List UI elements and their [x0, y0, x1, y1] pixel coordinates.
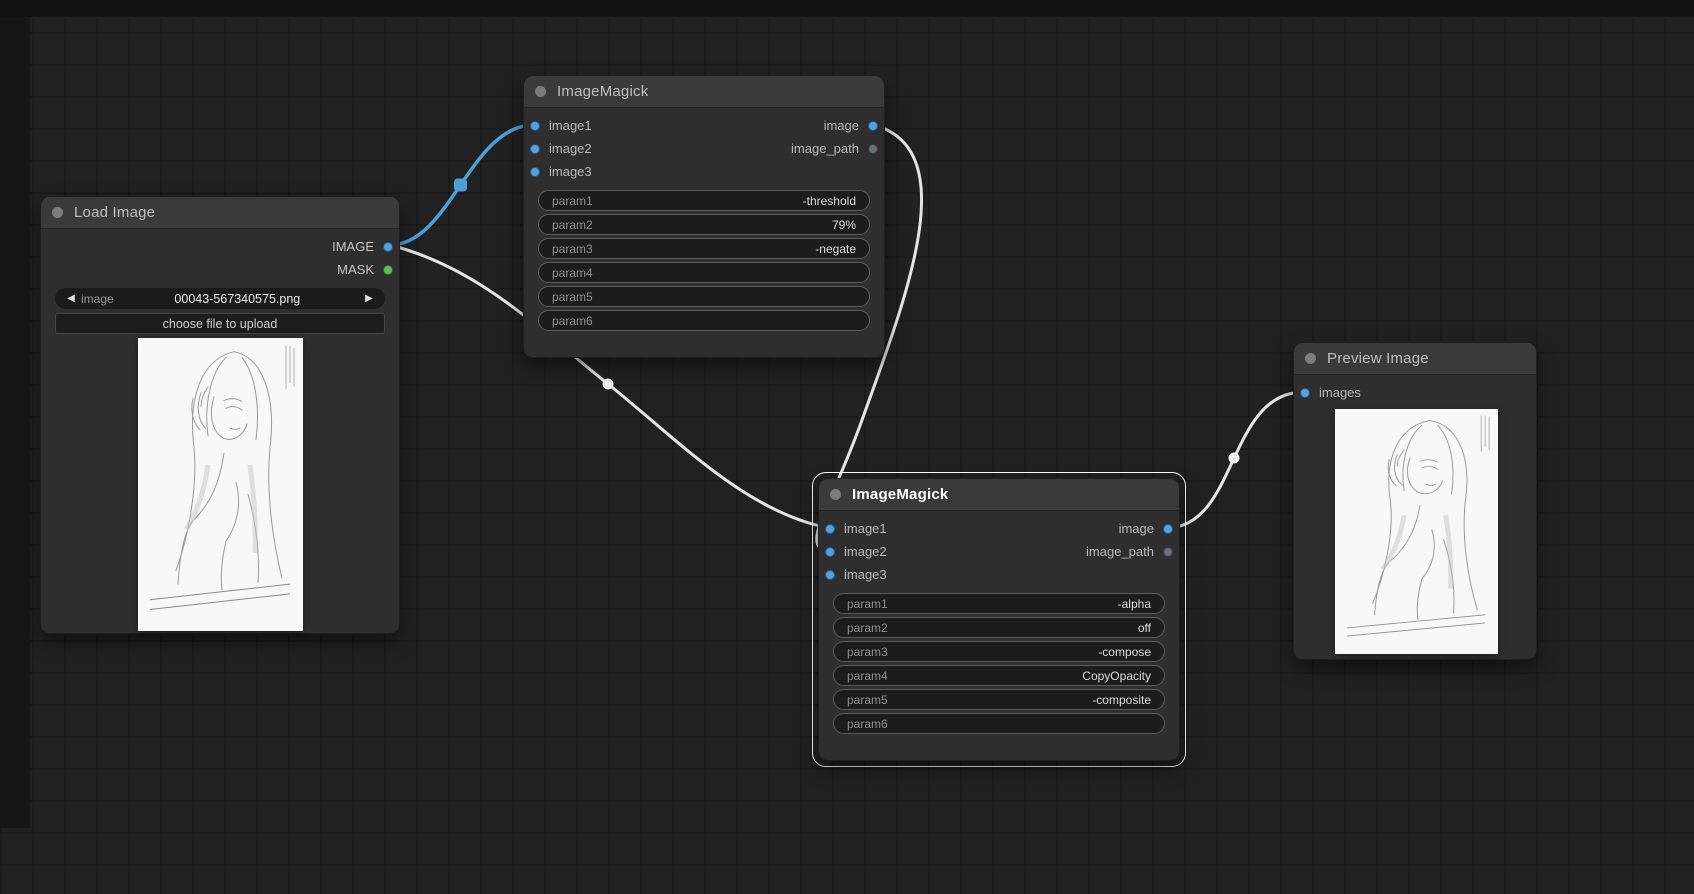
port-image3-input-icon[interactable] [530, 166, 540, 177]
widget-param3[interactable]: param3 -compose [833, 641, 1165, 662]
port-images-input-icon[interactable] [1300, 387, 1310, 398]
widget-value: -negate [815, 241, 856, 256]
node-imagemagick-bottom[interactable]: ImageMagick image1 image image2 image_pa… [818, 478, 1180, 761]
port-mask-output-icon[interactable] [383, 264, 393, 275]
input-label: image1 [844, 521, 887, 536]
widget-label: param3 [847, 644, 888, 659]
widget-value: -composite [1092, 692, 1151, 707]
collapse-dot-icon[interactable] [1305, 353, 1316, 364]
link-midpoint-dot[interactable] [602, 378, 614, 390]
node-title: Load Image [74, 204, 156, 221]
port-row: images [1294, 381, 1536, 404]
widget-param2[interactable]: param2 off [833, 617, 1165, 638]
node-title: ImageMagick [852, 486, 949, 503]
input-label: image3 [844, 567, 887, 582]
widget-param2[interactable]: param2 79% [538, 214, 870, 235]
link-midpoint-dot[interactable] [1228, 452, 1240, 464]
port-image3-input-icon[interactable] [825, 569, 835, 580]
widget-param6[interactable]: param6 [538, 310, 870, 331]
widget-label: param4 [552, 265, 593, 280]
widget-param3[interactable]: param3 -negate [538, 238, 870, 259]
link-midpoint-dot-blue[interactable] [454, 178, 467, 192]
port-image1-input-icon[interactable] [825, 523, 835, 534]
widget-label: param6 [552, 313, 593, 328]
combo-next-arrow-icon[interactable]: ▶ [365, 293, 373, 304]
node-imagemagick-top[interactable]: ImageMagick image1 image image2 image_pa… [523, 75, 885, 358]
canvas-top-edge [0, 0, 1694, 17]
output-row-MASK: MASK [41, 258, 399, 281]
port-row: image3 [819, 563, 1179, 586]
widget-param5[interactable]: param5 [538, 286, 870, 307]
combo-label: image [81, 291, 114, 306]
port-row: image2 image_path [819, 540, 1179, 563]
widget-param5[interactable]: param5 -composite [833, 689, 1165, 710]
port-image-output-icon[interactable] [383, 241, 393, 252]
output-label: image [1118, 521, 1154, 536]
input-label: image2 [549, 141, 592, 156]
node-title: ImageMagick [557, 83, 649, 100]
port-image-output-icon[interactable] [868, 120, 878, 131]
collapse-dot-icon[interactable] [52, 207, 63, 218]
input-label: image3 [549, 164, 592, 179]
widget-param6[interactable]: param6 [833, 713, 1165, 734]
node-title: Preview Image [1327, 350, 1429, 367]
port-row: image2 image_path [524, 137, 884, 160]
collapse-dot-icon[interactable] [535, 86, 546, 97]
port-image-output-icon[interactable] [1163, 523, 1173, 534]
input-label: image1 [549, 118, 592, 133]
input-label: image2 [844, 544, 887, 559]
canvas-left-edge [0, 17, 30, 828]
widget-label: param2 [552, 217, 593, 232]
widget-label: param1 [552, 193, 593, 208]
port-row: image1 image [819, 517, 1179, 540]
widget-value: -threshold [802, 193, 856, 208]
port-row: image1 image [524, 114, 884, 137]
widget-value: -alpha [1117, 596, 1151, 611]
node-imagemagick-bottom-titlebar[interactable]: ImageMagick [819, 479, 1179, 511]
combo-prev-arrow-icon[interactable]: ◀ [67, 293, 75, 304]
output-label: image_path [1086, 544, 1154, 559]
sketch-image [1335, 409, 1498, 654]
widget-param1[interactable]: param1 -alpha [833, 593, 1165, 614]
node-preview-image[interactable]: Preview Image images [1293, 342, 1537, 660]
widget-value: 79% [831, 217, 856, 232]
node-load-image[interactable]: Load Image IMAGE MASK ◀ image 00043-5673… [40, 196, 400, 634]
widget-param4[interactable]: param4 [538, 262, 870, 283]
widget-label: param2 [847, 620, 888, 635]
output-label: image [823, 118, 859, 133]
loaded-image-preview [138, 338, 303, 631]
widget-param4[interactable]: param4 CopyOpacity [833, 665, 1165, 686]
output-label: MASK [337, 262, 374, 277]
widget-label: param4 [847, 668, 888, 683]
port-row: image3 [524, 160, 884, 183]
widget-label: param1 [847, 596, 888, 611]
output-label: image_path [791, 141, 859, 156]
combo-value: 00043-567340575.png [174, 291, 301, 306]
node-load-image-titlebar[interactable]: Load Image [41, 197, 399, 229]
image-filename-combo[interactable]: ◀ image 00043-567340575.png ▶ [55, 288, 385, 309]
node-preview-image-titlebar[interactable]: Preview Image [1294, 343, 1536, 375]
widget-value: off [1137, 620, 1151, 635]
port-image-path-output-icon[interactable] [1163, 546, 1173, 557]
node-imagemagick-top-titlebar[interactable]: ImageMagick [524, 76, 884, 108]
output-label: IMAGE [332, 239, 374, 254]
output-row-IMAGE: IMAGE [41, 235, 399, 258]
widget-label: param6 [847, 716, 888, 731]
widget-label: param5 [552, 289, 593, 304]
collapse-dot-icon[interactable] [830, 489, 841, 500]
widget-value: CopyOpacity [1082, 668, 1151, 683]
choose-file-button[interactable]: choose file to upload [55, 313, 385, 334]
widget-value: -compose [1098, 644, 1151, 659]
sketch-image [138, 338, 303, 631]
port-image-path-output-icon[interactable] [868, 143, 878, 154]
input-label: images [1319, 385, 1361, 400]
port-image2-input-icon[interactable] [530, 143, 540, 154]
port-image1-input-icon[interactable] [530, 120, 540, 131]
widget-label: param3 [552, 241, 593, 256]
preview-image-output [1335, 409, 1498, 654]
port-image2-input-icon[interactable] [825, 546, 835, 557]
widget-param1[interactable]: param1 -threshold [538, 190, 870, 211]
widget-label: param5 [847, 692, 888, 707]
